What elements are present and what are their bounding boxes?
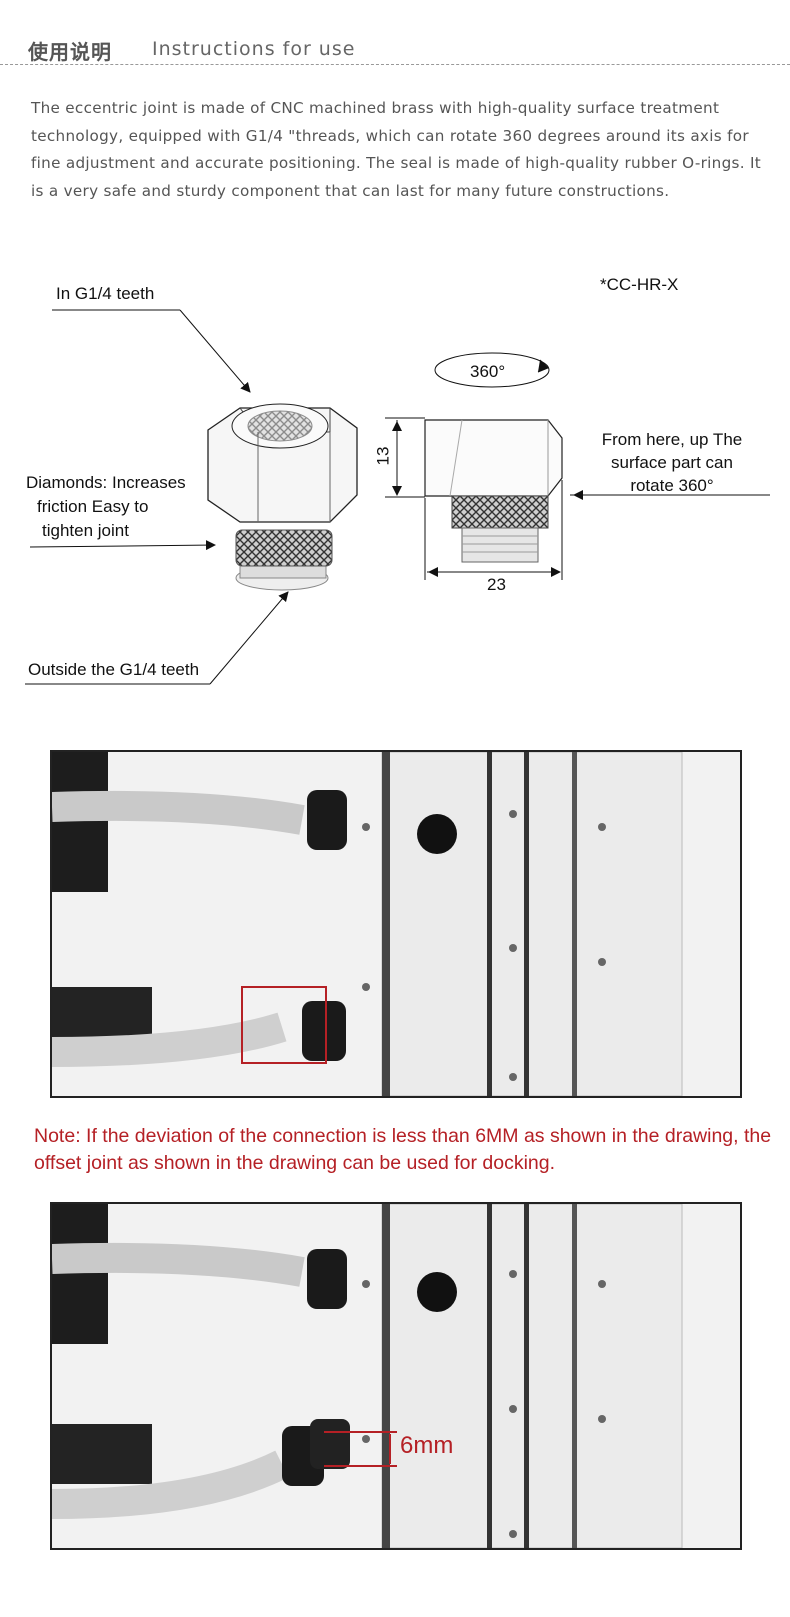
dimension-width: 23 <box>487 575 506 594</box>
section-title-en: Instructions for use <box>152 38 356 60</box>
install-photo-1 <box>50 750 742 1098</box>
label-rotate-line-3: rotate 360° <box>630 476 714 495</box>
label-diamonds: Diamonds: Increases friction Easy to tig… <box>26 471 186 543</box>
header-divider <box>0 64 790 65</box>
label-rotate: From here, up The surface part can rotat… <box>577 428 767 497</box>
label-diamonds-line-2: friction Easy to <box>37 497 149 516</box>
note-text: Note: If the deviation of the connection… <box>34 1125 772 1174</box>
label-in-g14-teeth: In G1/4 teeth <box>56 284 155 303</box>
offset-6mm-label: 6mm <box>400 1432 454 1459</box>
dimension-height: 13 <box>373 446 393 466</box>
label-diamonds-line-3: tighten joint <box>42 521 129 540</box>
fitting-3d-icon <box>207 403 358 591</box>
model-code: *CC-HR-X <box>600 275 679 294</box>
install-photo-2-illustration <box>52 1204 740 1548</box>
label-outside-g14-teeth: Outside the G1/4 teeth <box>28 660 200 679</box>
install-photo-1-illustration <box>52 752 740 1096</box>
section-title-cn: 使用说明 <box>28 40 112 64</box>
intro-paragraph: The eccentric joint is made of CNC machi… <box>31 99 762 200</box>
install-photo-2 <box>50 1202 742 1550</box>
label-360: 360° <box>470 362 506 381</box>
fitting-diagram <box>25 309 770 685</box>
label-rotate-line-1: From here, up The <box>601 430 743 449</box>
label-diamonds-line-1: Diamonds: Increases <box>26 473 186 492</box>
label-rotate-line-2: surface part can <box>611 453 733 472</box>
fitting-side-view <box>385 352 563 580</box>
leader-lines <box>25 309 770 685</box>
